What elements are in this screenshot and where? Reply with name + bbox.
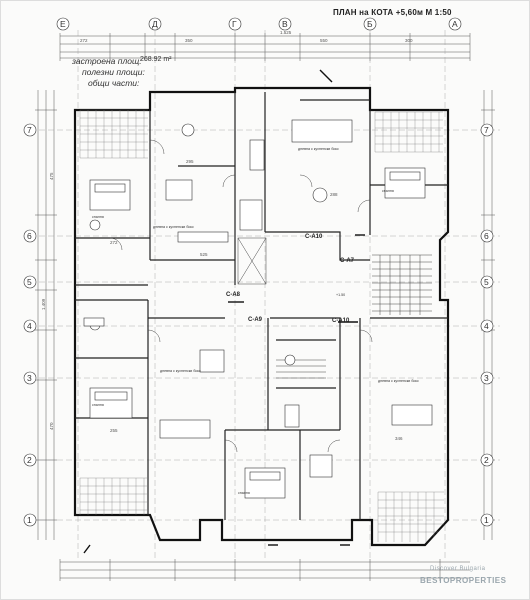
dim-top-1: 272: [80, 38, 88, 43]
dim-room-2: 525: [200, 252, 208, 257]
dim-room-5: 288: [330, 192, 338, 197]
section-label-a10: С-А10: [332, 318, 350, 324]
stairs: [237, 237, 432, 379]
axis-label-a: А: [452, 19, 458, 29]
axis-label-e: Е: [60, 19, 66, 29]
dim-room-1: 295: [186, 159, 194, 164]
furniture: [83, 119, 433, 499]
section-markers: [83, 69, 365, 554]
axis-label-2-left: 2: [27, 455, 32, 465]
axis-label-7-right: 7: [484, 125, 489, 135]
room-label-bedroom-2: спалня: [382, 189, 394, 193]
dim-room-6: 346: [395, 436, 403, 441]
common-parts-label: общи части:: [88, 78, 140, 88]
axis-label-7-left: 7: [27, 125, 32, 135]
room-label-living-4: дневна с кухненски бокс: [378, 379, 419, 383]
axis-bubbles: [23, 17, 494, 527]
dim-top-total: 1.525: [280, 30, 292, 35]
axis-label-b: Б: [367, 19, 373, 29]
axis-label-5-right: 5: [484, 277, 489, 287]
axis-label-v: В: [282, 19, 288, 29]
axis-label-5-left: 5: [27, 277, 32, 287]
axis-label-3-right: 3: [484, 373, 489, 383]
axis-label-4-right: 4: [484, 321, 489, 331]
room-label-living-1: дневна с кухненски бокс: [153, 225, 194, 229]
axis-label-g: Г: [232, 19, 237, 29]
dim-room-3: 272: [110, 240, 118, 245]
room-label-bedroom-1: спалня: [92, 215, 104, 219]
useful-area-label: полезни площи:: [82, 67, 145, 77]
dim-top-2: 350: [185, 38, 193, 43]
built-area-value: 268.92 m²: [140, 56, 172, 63]
watermark-line-2: BESTOPROPERTIES: [420, 576, 507, 585]
axis-label-d: Д: [152, 19, 158, 29]
dim-top-3: 550: [320, 38, 328, 43]
dimension-lines: [35, 33, 495, 581]
axis-label-2-right: 2: [484, 455, 489, 465]
dim-top-4: 300: [405, 38, 413, 43]
section-label-a8: С-А8: [226, 292, 241, 298]
axis-label-3-left: 3: [27, 373, 32, 383]
dim-left-1: 475: [49, 172, 54, 180]
section-label-a9: С-А9: [248, 317, 263, 323]
level-mark: +1.50: [336, 293, 345, 297]
axis-label-6-right: 6: [484, 231, 489, 241]
axis-label-1-right: 1: [484, 515, 489, 525]
door-swings: [109, 139, 373, 453]
watermark-line-1: Discover Bulgaria: [430, 566, 486, 572]
plan-title: ПЛАН на КОТА +5,60м М 1:50: [333, 8, 452, 17]
axis-label-6-left: 6: [27, 231, 32, 241]
dim-room-4: 255: [110, 428, 118, 433]
room-label-bedroom-4: спалня: [238, 491, 250, 495]
built-area-label: застроена площ:: [72, 56, 142, 66]
room-label-bedroom-3: спалня: [92, 403, 104, 407]
dim-left-total: 1.409: [41, 298, 46, 310]
section-label-a7: С-А7: [340, 258, 355, 264]
dim-left-2: 470: [49, 422, 54, 430]
section-label-a10-upper: С-А10: [305, 234, 323, 240]
terrace-hatching: [79, 109, 444, 542]
exterior-walls: [73, 86, 450, 547]
room-label-living-2: дневна с кухненски бокс: [298, 147, 339, 151]
room-label-living-3: дневна с кухненски бокс: [160, 369, 201, 373]
axis-label-1-left: 1: [27, 515, 32, 525]
axis-label-4-left: 4: [27, 321, 32, 331]
interior-walls: [75, 92, 448, 520]
